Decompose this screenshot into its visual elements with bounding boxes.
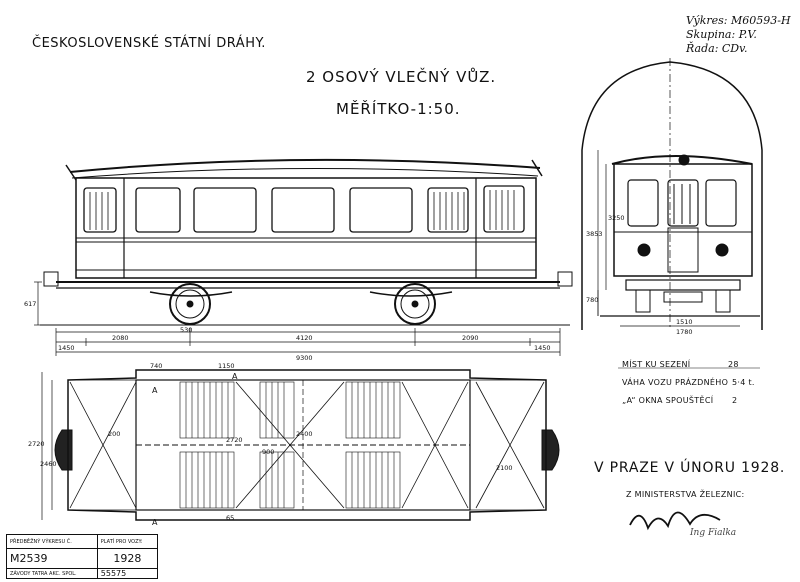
dim-bogie: 1510 — [676, 318, 693, 326]
dim-track: 1780 — [676, 328, 693, 336]
dim-wheel: 530 — [180, 326, 193, 334]
dim-wheelbase-right: 2090 — [462, 334, 479, 342]
railway-name: ČESKOSLOVENSKÉ STÁTNÍ DRÁHY. — [32, 36, 266, 51]
signature-scribble — [629, 511, 721, 531]
spec-windows-value: 2 — [732, 396, 738, 405]
drawing-scale: MĚŘÍTKO-1:50. — [336, 100, 461, 118]
dim-wheelbase-left: 2080 — [112, 334, 129, 342]
dim-body-height: 3853 — [586, 230, 603, 238]
plan-view — [41, 369, 560, 521]
dim-plan-a1: 740 — [150, 362, 163, 370]
section-mark-a-bottom: A — [152, 518, 158, 527]
side-dimensions — [34, 281, 561, 356]
drawing-group: Skupina: P.V. — [686, 28, 757, 41]
place-date: V PRAZE V ÚNORU 1928. — [594, 460, 786, 476]
dim-plan-c2: 65 — [226, 514, 235, 522]
ministry-label: Z MINISTERSTVA ŽELEZNIC: — [626, 490, 745, 499]
drawing-series: Řada: CDv. — [686, 42, 748, 55]
title-block-col2-header: PLATÍ PRO VOZY: — [96, 534, 159, 549]
drawing-title: 2 OSOVÝ VLEČNÝ VŮZ. — [306, 68, 497, 86]
title-block-footer-label: ZÁVODY TATRA AKC. SPOL. — [6, 568, 98, 579]
dim-plan-a2: 1150 — [218, 362, 235, 370]
dim-roof-height: 3250 — [608, 214, 625, 222]
dim-side-height: 617 — [24, 300, 37, 308]
title-block-col1-value: M2539 — [6, 548, 98, 569]
dim-end-right: 1450 — [534, 344, 551, 352]
dim-plan-a3: 2720 — [226, 436, 243, 444]
title-block-col2-value: 1928 — [96, 548, 159, 569]
side-elevation — [40, 158, 573, 326]
dim-wheelbase-mid: 4120 — [296, 334, 313, 342]
dim-plan-height: 2720 — [28, 440, 45, 448]
section-mark-a-top2: A — [232, 372, 238, 381]
title-block-col1-header: PŘEDBĚŽNÝ VÝKRESU Č. — [6, 534, 98, 549]
spec-weight-value: 5·4 t. — [732, 378, 755, 387]
spec-weight-label: VÁHA VOZU PRÁZDNÉHO — [622, 378, 729, 387]
spec-seats-label: MÍST KU SEZENÍ — [622, 360, 691, 369]
dim-overall: 9300 — [296, 354, 313, 362]
dim-plan-b3: 2100 — [496, 464, 513, 472]
title-block: PŘEDBĚŽNÝ VÝKRESU Č. PLATÍ PRO VOZY: M25… — [6, 534, 159, 579]
end-elevation — [581, 58, 763, 330]
dim-plan-inner: 2460 — [40, 460, 57, 468]
signature-name: Ing Fialka — [690, 528, 737, 538]
dim-floor-height: 780 — [586, 296, 599, 304]
dim-plan-c1: 200 — [108, 430, 121, 438]
dim-end-left: 1450 — [58, 344, 75, 352]
spec-windows-label: „A“ OKNA SPOUŠTĚCÍ — [622, 396, 714, 405]
title-block-footer-value: 55575 — [96, 568, 159, 579]
drawing-number: Výkres: M60593-H — [686, 14, 791, 27]
dim-plan-b2: 2400 — [296, 430, 313, 438]
spec-seats-value: 28 — [728, 360, 739, 369]
section-mark-a-top: A — [152, 386, 158, 395]
dim-plan-b1: 900 — [262, 448, 275, 456]
